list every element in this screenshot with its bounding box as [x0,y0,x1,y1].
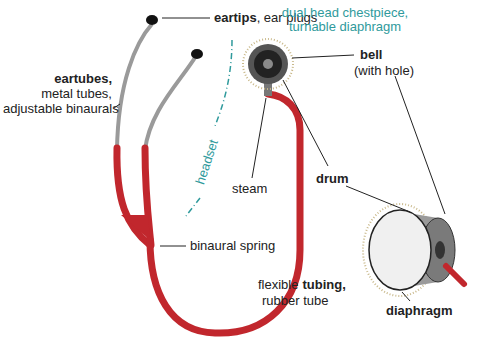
chestpiece [248,44,288,84]
headset-guide [186,198,200,216]
eartube [117,24,152,150]
leader-line [292,55,354,58]
leader-line [252,98,266,178]
part-name: eartubes, [54,72,112,86]
part-alias: metal tubes, [41,87,112,101]
leader-line [160,246,186,247]
bell-hole [435,241,445,259]
diaphragm [369,210,431,290]
binaural-spring [121,215,150,240]
part-name: eartips [214,11,257,25]
leader-line [346,186,410,212]
part-name: drum [316,172,349,186]
part-alias: adjustable binaurals [3,102,119,116]
part-alias: rubber tube [262,294,329,308]
eartube [145,56,196,150]
binaural-tube [117,148,150,245]
eartip [191,49,203,59]
leader-line [283,80,328,166]
tube-stub [446,266,464,284]
bell-hole [263,59,273,69]
part-name: tubing, [302,278,345,292]
diaphragm-ring [363,204,437,296]
part-name: binaural spring [190,239,275,253]
group-name: headset [193,138,221,186]
eartip [146,15,158,25]
chestpiece-bell [254,50,282,78]
leader-line [402,292,410,301]
headset-guide [215,40,232,126]
part-name: bell [360,48,382,62]
part-alias: flexible [258,278,298,292]
leader-line [162,18,210,19]
part-name: diaphragm [386,304,452,318]
chestpiece-ring [243,39,293,89]
part-name: steam [232,182,267,196]
part-note: (with hole) [354,64,414,78]
leader-line [395,76,445,214]
part-name: dual head chestpiece, turnable diaphragm [270,6,420,34]
